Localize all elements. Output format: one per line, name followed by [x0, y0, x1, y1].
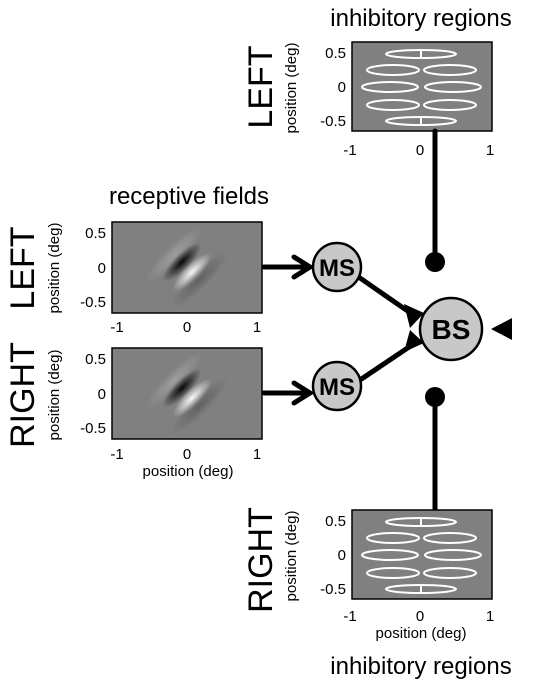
left-rf-x-tick: 0 [183, 319, 191, 336]
ms-bottom-label: MS [319, 374, 355, 401]
top-eye-label: LEFT [242, 45, 280, 128]
ms-top-label: MS [319, 255, 355, 282]
right-rf-x-tick: -1 [110, 446, 123, 463]
line-ms-bottom-to-bs [357, 342, 415, 383]
top-y-axis-label: position (deg) [283, 43, 300, 134]
bottom-x-tick: -1 [343, 608, 356, 625]
top-y-tick: 0 [338, 79, 346, 96]
right-rf-y-tick: 0 [98, 386, 106, 403]
bottom-x-tick: 0 [416, 608, 424, 625]
right-rf-x-tick: 1 [253, 446, 261, 463]
right-rf-y-axis-label: position (deg) [46, 350, 63, 441]
excitatory-synapse-bottom [404, 330, 424, 352]
top-panel-title: inhibitory regions [330, 5, 511, 32]
bottom-eye-label: RIGHT [242, 507, 280, 613]
bottom-inhibitory-regions [361, 517, 482, 594]
inhibitory-synapse-top [425, 252, 445, 272]
left-rf-y-tick: 0 [98, 260, 106, 277]
bs-node: BS [418, 296, 484, 362]
bottom-inhibitory-panel: 0.5 0 -0.5 -1 0 1 position (deg) positio… [242, 507, 512, 680]
inhibitory-synapse-bottom [425, 387, 445, 407]
top-inhibitory-panel: inhibitory regions 0.5 0 -0.5 -1 0 1 pos… [242, 5, 512, 159]
top-x-tick: -1 [343, 142, 356, 159]
top-x-tick: 0 [416, 142, 424, 159]
excitatory-synapse-top [404, 304, 424, 328]
right-rf-x-tick: 0 [183, 446, 191, 463]
bs-label: BS [432, 314, 471, 345]
bottom-y-tick: 0 [338, 547, 346, 564]
left-rf-eye-label: LEFT [4, 226, 42, 309]
ms-node-top: MS [311, 241, 363, 293]
line-ms-top-to-bs [357, 275, 415, 317]
right-rf-eye-label: RIGHT [4, 342, 42, 448]
left-rf-gabor [145, 225, 229, 309]
left-rf-y-tick: 0.5 [85, 225, 106, 242]
output-synapse [491, 318, 512, 340]
arrowhead-left [291, 254, 315, 280]
top-y-tick: -0.5 [320, 113, 346, 130]
bottom-y-tick: -0.5 [320, 581, 346, 598]
bottom-y-axis-label: position (deg) [283, 511, 300, 602]
right-rf-x-axis-label: position (deg) [143, 463, 234, 480]
bottom-x-tick: 1 [486, 608, 494, 625]
top-inhibitory-regions [361, 49, 482, 126]
left-rf-y-tick: -0.5 [80, 294, 106, 311]
arrowhead-right [291, 380, 315, 406]
left-rf-y-axis-label: position (deg) [46, 223, 63, 314]
bottom-x-axis-label: position (deg) [376, 625, 467, 642]
bottom-panel-title: inhibitory regions [330, 653, 511, 680]
top-x-tick: 1 [486, 142, 494, 159]
receptive-fields-title: receptive fields [109, 183, 269, 210]
bottom-y-tick: 0.5 [325, 513, 346, 530]
right-rf-y-tick: 0.5 [85, 351, 106, 368]
right-rf-y-tick: -0.5 [80, 420, 106, 437]
right-rf-gabor [145, 351, 229, 435]
left-receptive-field-panel: 0.5 0 -0.5 -1 0 1 position (deg) LEFT [4, 221, 263, 336]
top-y-tick: 0.5 [325, 45, 346, 62]
left-rf-x-tick: 1 [253, 319, 261, 336]
connections [261, 128, 438, 513]
ms-node-bottom: MS [311, 360, 363, 412]
synapse-markers [404, 252, 512, 407]
right-receptive-field-panel: 0.5 0 -0.5 -1 0 1 position (deg) positio… [4, 342, 263, 480]
left-rf-x-tick: -1 [110, 319, 123, 336]
